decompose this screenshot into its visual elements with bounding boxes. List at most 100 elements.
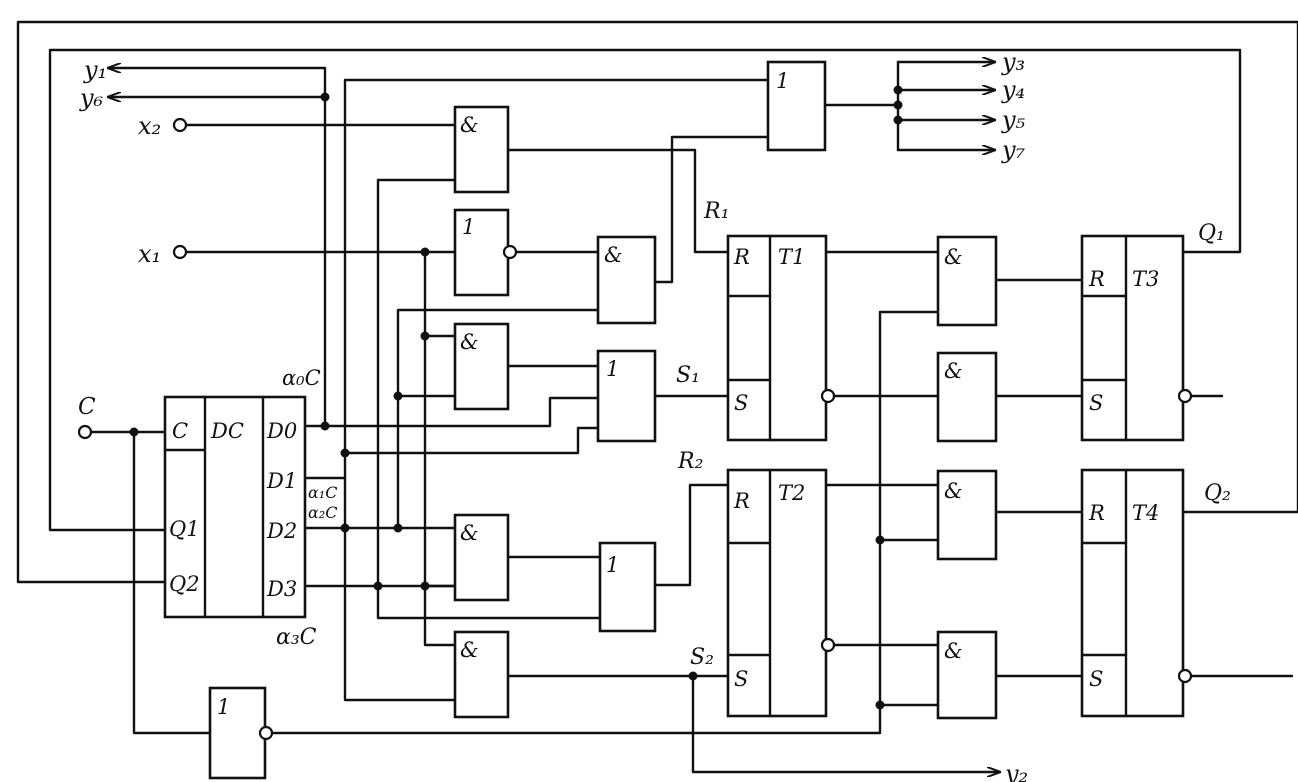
junction-dots (129, 85, 903, 710)
junction (420, 247, 430, 257)
svg-text:&: & (460, 113, 479, 137)
wire-d1 (303, 78, 770, 480)
svg-text:&: & (604, 243, 623, 267)
junction (875, 700, 885, 710)
and-gate-r2: & (936, 351, 998, 443)
or-gate-s1: 1 (596, 349, 657, 443)
decoder-c-label: C (172, 419, 188, 443)
svg-text:&: & (460, 638, 479, 662)
junction (875, 535, 885, 545)
junction (340, 523, 350, 533)
and-gate-1: & (453, 105, 510, 194)
svg-text:1: 1 (462, 215, 475, 239)
signal-label-s2: S₂ (690, 645, 714, 670)
signal-label-r1: R₁ (703, 199, 729, 224)
wire-d1-to-or (343, 426, 600, 455)
or-gate-y-outputs: 1 (766, 60, 827, 152)
decoder-d0-label: D0 (266, 419, 297, 443)
and-gate-3: & (453, 322, 510, 411)
output-label-y6: y₆ (79, 84, 104, 112)
signal-label-a0c: α₀C (282, 366, 321, 390)
svg-text:&: & (944, 359, 963, 383)
svg-text:S: S (734, 667, 748, 691)
svg-text:&: & (944, 479, 963, 503)
input-terminal-x2 (172, 117, 188, 133)
svg-text:&: & (944, 245, 963, 269)
not-gate: 1 (453, 208, 518, 297)
input-label-c: C (78, 394, 96, 420)
wire-r2 (653, 483, 730, 587)
wire-d3-up (376, 178, 457, 588)
decoder-d3-label: D3 (266, 577, 297, 601)
inversion-bubble (1177, 668, 1193, 684)
trigger-t3-title: T3 (1132, 267, 1159, 291)
svg-text:R: R (733, 489, 750, 513)
input-label-x2: x₂ (138, 112, 161, 140)
svg-text:R: R (1088, 267, 1105, 291)
junction (688, 671, 698, 681)
and-gate-6: & (453, 630, 510, 719)
signal-label-a2c: α₂C (308, 503, 337, 522)
wire-inverter-out (268, 310, 940, 735)
and-gate-r1: & (936, 235, 998, 327)
wire-d0 (303, 396, 600, 428)
trigger-t2: R S T2 (726, 468, 836, 718)
wire-y2 (691, 674, 1002, 772)
or-gate-r2: 1 (598, 541, 657, 633)
junction (893, 100, 903, 110)
junction (893, 115, 903, 125)
junction (393, 391, 403, 401)
decoder-q1-label: Q1 (169, 517, 200, 541)
decoder-q2-label: Q2 (169, 572, 200, 596)
output-label-y1: y₁ (83, 56, 107, 84)
junction (340, 448, 350, 458)
inversion-bubble (258, 725, 274, 741)
and-gate-r4: & (936, 630, 998, 720)
and-gate-r3: & (936, 469, 998, 561)
wire-y1 (106, 68, 327, 428)
output-label-y4: y₄ (1001, 76, 1025, 104)
decoder-d1-label: D1 (266, 469, 297, 493)
wire-q1-feedback (48, 48, 1242, 532)
output-label-y5: y₅ (1001, 106, 1026, 134)
trigger-t1: R S T1 (726, 234, 836, 442)
signal-label-a3c: α₃C (276, 625, 317, 650)
svg-text:&: & (460, 330, 479, 354)
output-label-y7: y₇ (1001, 136, 1026, 164)
and-gate-2: & (596, 235, 657, 325)
svg-text:S: S (734, 391, 748, 415)
wire-x1-bus (423, 250, 457, 647)
signal-label-a1c: α₁C (308, 483, 337, 502)
inversion-bubble (820, 637, 836, 653)
junction (373, 581, 383, 591)
svg-text:&: & (460, 521, 479, 545)
decoder-d2-label: D2 (266, 519, 297, 543)
trigger-t3: R S T3 (1080, 234, 1193, 442)
signal-label-q1: Q₁ (1198, 221, 1225, 246)
wire-d3-to-or (376, 584, 602, 620)
junction (893, 85, 903, 95)
signal-label-r2: R₂ (677, 449, 703, 474)
inversion-bubble (820, 388, 836, 404)
junction (420, 581, 430, 591)
junction (320, 92, 330, 102)
wire-d1-to-and6 (343, 476, 457, 702)
svg-text:1: 1 (606, 553, 619, 577)
inversion-bubble (1177, 388, 1193, 404)
svg-text:S: S (1089, 391, 1103, 415)
wires (16, 20, 1298, 772)
trigger-t4-title: T4 (1132, 501, 1159, 525)
junction (320, 421, 330, 431)
input-label-x1: x₁ (138, 240, 161, 268)
output-label-y2: y₂ (1004, 760, 1028, 782)
input-terminal-x1 (172, 244, 188, 260)
input-terminal-c (77, 424, 93, 440)
svg-text:R: R (1088, 501, 1105, 525)
decoder-block: C DC Q1 Q2 D0 D1 D2 D3 (163, 395, 307, 619)
and-gate-5: & (453, 513, 510, 602)
svg-text:1: 1 (776, 69, 789, 93)
svg-text:R: R (733, 245, 750, 269)
trigger-t1-title: T1 (778, 245, 805, 269)
trigger-t4: R S T4 (1080, 468, 1193, 718)
